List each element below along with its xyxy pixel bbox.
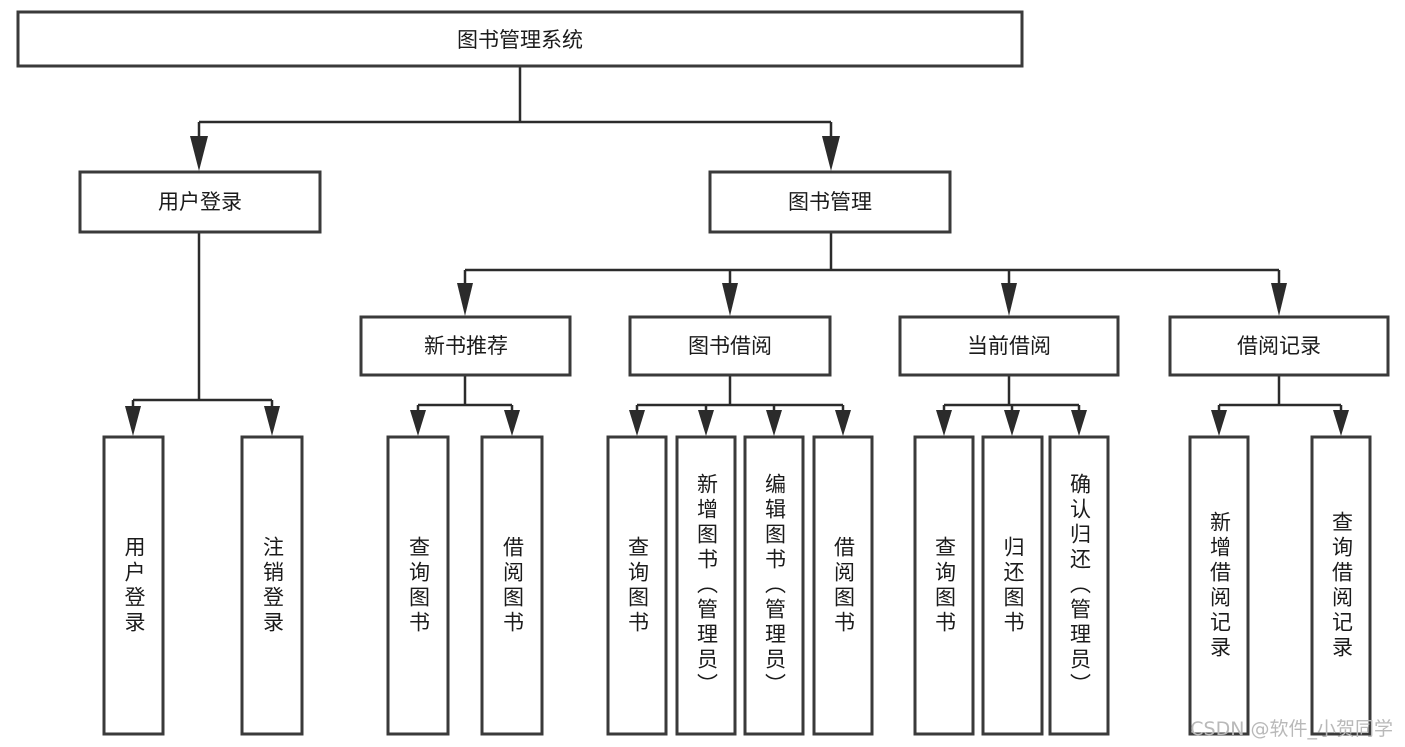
- leaf-label-confirm-return: 确认归还（管理员）: [1067, 473, 1092, 698]
- arrowhead-leaf-query-book-1: [410, 410, 426, 436]
- arrowhead-leaf-add-record: [1211, 410, 1227, 436]
- node-root-box[interactable]: [16, 10, 1024, 68]
- leaf-label-add-book: 新增图书（管理员）: [694, 473, 719, 698]
- leaf-box-layer: [102, 435, 1372, 736]
- arrowhead-leaf-return-book: [1004, 410, 1020, 436]
- leaf-box-query-book-rec[interactable]: [386, 435, 450, 736]
- leaf-cell-return-book[interactable]: 归还图书: [983, 437, 1042, 734]
- arrowhead-new-book-rec: [457, 283, 473, 316]
- leaf-label-add-record: 新增借阅记录: [1207, 510, 1232, 661]
- leaf-cell-query-book-rec[interactable]: 查询图书: [388, 437, 448, 734]
- node-root[interactable]: 图书管理系统: [16, 10, 1024, 68]
- leaf-label-query-book-bor: 查询图书: [625, 535, 650, 636]
- leaf-box-add-book[interactable]: [675, 435, 737, 736]
- leaf-cell-add-book[interactable]: 新增图书（管理员）: [677, 437, 735, 734]
- leaf-box-borrow-book-rec[interactable]: [480, 435, 544, 736]
- arrowhead-leaf-borrow-book-1: [504, 410, 520, 436]
- leaf-label-query-record: 查询借阅记录: [1329, 510, 1354, 661]
- node-new-book-recommend[interactable]: 新书推荐: [359, 315, 572, 377]
- leaf-label-user-login: 用户登录: [122, 535, 146, 636]
- node-book-management[interactable]: 图书管理: [708, 170, 952, 234]
- arrowhead-leaf-query-book-2: [629, 410, 645, 436]
- leaf-cell-borrow-book[interactable]: 借阅图书: [814, 437, 872, 734]
- arrowhead-leaf-logout: [264, 406, 280, 436]
- arrowhead-leaf-query-book-3: [936, 410, 952, 436]
- node-book-borrow[interactable]: 图书借阅: [628, 315, 832, 377]
- leaf-box-confirm-return[interactable]: [1048, 435, 1110, 736]
- node-book-borrow-box[interactable]: [628, 315, 832, 377]
- node-new-book-recommend-box[interactable]: [359, 315, 572, 377]
- arrowhead-leaf-edit-book: [766, 410, 782, 436]
- node-new-book-recommend-label: 新书推荐: [424, 334, 508, 358]
- leaf-cell-add-record[interactable]: 新增借阅记录: [1190, 437, 1248, 734]
- node-root-label: 图书管理系统: [457, 28, 583, 52]
- node-current-borrow-box[interactable]: [898, 315, 1120, 377]
- leaf-box-query-book-cur[interactable]: [913, 435, 975, 736]
- arrowhead-leaf-confirm-return: [1071, 410, 1087, 436]
- leaf-box-return-book[interactable]: [981, 435, 1044, 736]
- leaf-label-return-book: 归还图书: [1001, 535, 1025, 636]
- leaf-box-borrow-book[interactable]: [812, 435, 874, 736]
- arrowhead-current-borrow: [1001, 283, 1017, 316]
- leaf-box-edit-book[interactable]: [743, 435, 805, 736]
- leaf-label-borrow-book-rec: 借阅图书: [500, 535, 525, 636]
- leaf-label-query-book-rec: 查询图书: [406, 535, 431, 636]
- node-borrow-record-box[interactable]: [1168, 315, 1390, 377]
- connector-layer: [125, 66, 1349, 436]
- leaf-cell-query-record[interactable]: 查询借阅记录: [1312, 437, 1370, 734]
- node-book-management-label: 图书管理: [788, 190, 872, 214]
- arrowhead-book-mgmt: [822, 136, 840, 171]
- leaf-cell-query-book-cur[interactable]: 查询图书: [915, 437, 973, 734]
- leaf-cell-confirm-return[interactable]: 确认归还（管理员）: [1050, 437, 1108, 734]
- arrowhead-leaf-borrow-book-2: [835, 410, 851, 436]
- leaf-box-user-login[interactable]: [102, 435, 165, 736]
- node-user-login[interactable]: 用户登录: [78, 170, 322, 234]
- leaf-label-query-book-cur: 查询图书: [932, 535, 957, 636]
- leaf-box-query-record[interactable]: [1310, 435, 1372, 736]
- node-user-login-box[interactable]: [78, 170, 322, 234]
- leaf-box-logout[interactable]: [240, 435, 304, 736]
- arrowhead-borrow-record: [1271, 283, 1287, 316]
- leaf-box-add-record[interactable]: [1188, 435, 1250, 736]
- leaf-cell-edit-book[interactable]: 编辑图书（管理员）: [745, 437, 803, 734]
- arrowhead-leaf-user-login: [125, 406, 141, 436]
- arrowhead-user-login: [190, 136, 208, 171]
- node-current-borrow-label: 当前借阅: [967, 334, 1051, 358]
- leaf-cell-logout[interactable]: 注销登录: [242, 437, 302, 734]
- leaf-box-query-book-bor[interactable]: [606, 435, 668, 736]
- node-borrow-record-label: 借阅记录: [1237, 334, 1321, 358]
- leaf-label-edit-book: 编辑图书（管理员）: [762, 473, 787, 698]
- arrowhead-leaf-add-book: [698, 410, 714, 436]
- node-borrow-record[interactable]: 借阅记录: [1168, 315, 1390, 377]
- leaf-cell-borrow-book-rec[interactable]: 借阅图书: [482, 437, 542, 734]
- node-book-management-box[interactable]: [708, 170, 952, 234]
- leaf-cell-user-login[interactable]: 用户登录: [104, 437, 163, 734]
- arrowhead-leaf-query-record: [1333, 410, 1349, 436]
- arrowhead-book-borrow: [722, 283, 738, 316]
- csdn-watermark: CSDN @软件_小贺同学: [1190, 718, 1393, 740]
- node-user-login-label: 用户登录: [158, 190, 242, 214]
- leaf-label-borrow-book: 借阅图书: [831, 535, 856, 636]
- node-book-borrow-label: 图书借阅: [688, 334, 772, 358]
- node-current-borrow[interactable]: 当前借阅: [898, 315, 1120, 377]
- leaf-cell-query-book-bor[interactable]: 查询图书: [608, 437, 666, 734]
- leaf-label-logout: 注销登录: [260, 535, 285, 636]
